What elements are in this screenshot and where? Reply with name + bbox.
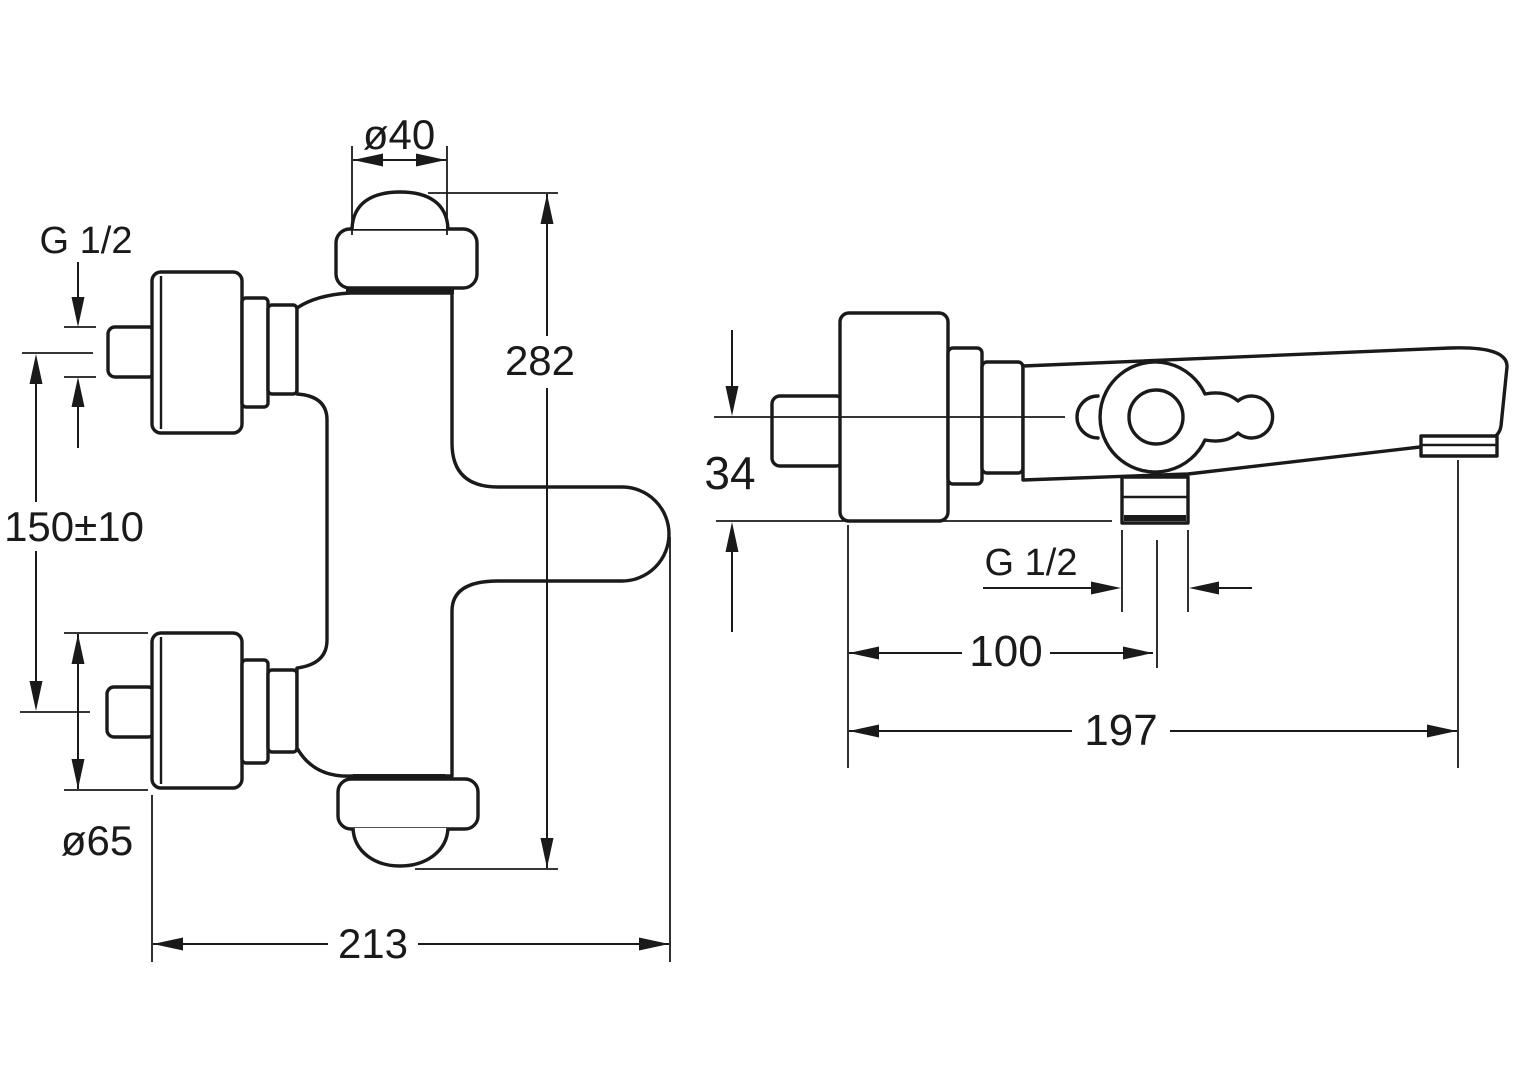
arrowhead-down (725, 386, 739, 416)
dim-front-center-distance: 150±10 (4, 354, 144, 713)
top-cap-dome (350, 190, 450, 230)
dim-side-outlet-distance: 100 (847, 525, 1158, 768)
bottom-outlet (1120, 475, 1190, 525)
arrowhead-right (1091, 581, 1121, 595)
front-body (295, 291, 671, 778)
dim-label-width: 213 (338, 920, 408, 967)
arrowhead-left (353, 153, 383, 167)
upper-ring-1 (240, 296, 270, 409)
dim-front-top-diameter: ø40 (351, 111, 448, 235)
rosette-center-hole (1127, 388, 1185, 446)
rosette-outline (1098, 360, 1275, 474)
spout-aerator (1419, 434, 1499, 458)
dim-front-width: 213 (151, 537, 671, 967)
bottom-cap-band (336, 777, 480, 831)
arrowhead-right (1427, 724, 1457, 738)
upper-inlet-stub (106, 325, 158, 379)
spout-rosette (1075, 360, 1275, 474)
rosette-left-lobe (1075, 394, 1100, 440)
top-outlet-cap (334, 190, 479, 294)
dim-label-center-distance: 150±10 (4, 503, 144, 550)
arrowhead-up (29, 354, 43, 384)
dim-front-height: 282 (415, 192, 575, 870)
dim-label-outlet-thread: G 1/2 (985, 542, 1078, 584)
bottom-cap-dome (351, 827, 450, 868)
bottom-outlet-cap (336, 774, 480, 868)
dim-label-outlet-distance: 100 (969, 627, 1042, 676)
arrowhead-right (416, 153, 446, 167)
side-inlet-stub (770, 394, 846, 468)
side-ring-1 (946, 346, 984, 486)
arrowhead-down (29, 681, 43, 711)
dim-side-outlet-thread: G 1/2 (983, 530, 1252, 612)
lower-inlet-stub (105, 685, 157, 739)
arrowhead-down (71, 759, 85, 789)
lower-ring-1 (240, 658, 270, 765)
dim-side-length: 197 (849, 460, 1459, 768)
arrowhead-down (71, 297, 85, 327)
arrowhead-up (71, 377, 85, 407)
arrowhead-left (1189, 581, 1219, 595)
lower-ring-2 (266, 668, 299, 754)
dim-label-inlet-thread: G 1/2 (40, 220, 133, 262)
dim-label-height: 282 (505, 337, 575, 384)
upper-escutcheon (150, 270, 244, 435)
arrowhead-up (725, 522, 739, 552)
arrowhead-left (849, 646, 879, 660)
arrowhead-right (639, 937, 669, 951)
arrowhead-right (1123, 646, 1153, 660)
arrowhead-down (540, 838, 554, 868)
upper-handle (106, 270, 299, 435)
front-view: ø40 G 1/2 150±10 (4, 111, 671, 967)
arrowhead-left (153, 937, 183, 951)
dim-front-handle-diameter: ø65 (61, 632, 148, 864)
dim-label-handle-diameter: ø65 (61, 817, 133, 864)
upper-ring-2 (266, 303, 299, 396)
lower-escutcheon (150, 631, 244, 790)
dim-front-inlet-thread: G 1/2 (22, 220, 132, 448)
dim-label-top-diameter: ø40 (363, 111, 435, 158)
side-view: 34 G 1/2 100 19 (704, 311, 1509, 768)
dim-side-offset: 34 (704, 330, 756, 632)
lower-handle (105, 631, 299, 790)
arrowhead-left (849, 724, 879, 738)
arrowhead-up (71, 634, 85, 664)
top-cap-band (334, 227, 479, 290)
arrowhead-up (540, 194, 554, 224)
dim-label-offset: 34 (704, 447, 755, 499)
dim-label-length: 197 (1084, 706, 1157, 755)
